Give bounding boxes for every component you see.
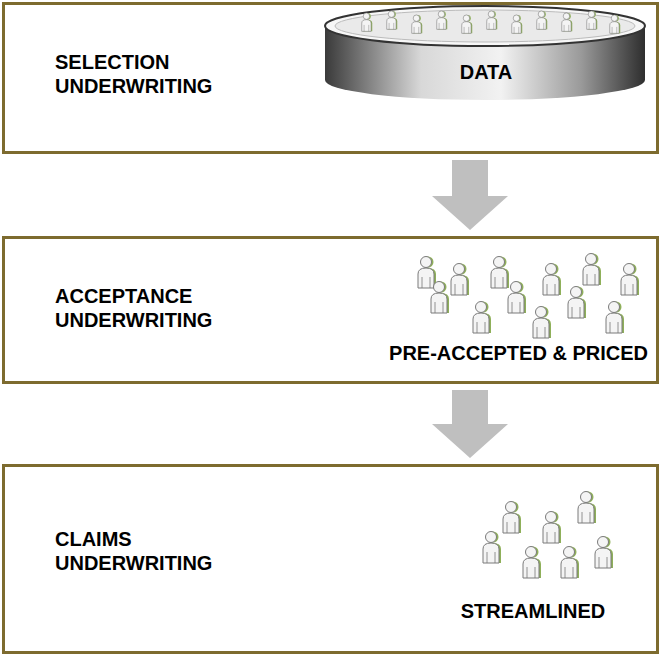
stage-caption: PRE-ACCEPTED & PRICED — [389, 341, 648, 365]
database-label: DATA — [460, 60, 513, 84]
database-cylinder — [325, 6, 645, 100]
stage-title: CLAIMS UNDERWRITING — [55, 527, 230, 575]
stage-title: SELECTION UNDERWRITING — [55, 50, 230, 98]
stage-box: CLAIMS UNDERWRITING STREAMLINED — [2, 464, 659, 654]
flow-arrow — [432, 390, 508, 458]
flow-arrow — [432, 160, 508, 230]
stage-title: ACCEPTANCE UNDERWRITING — [55, 284, 230, 332]
stage-box: SELECTION UNDERWRITING DATA — [2, 2, 659, 154]
stage-box: ACCEPTANCE UNDERWRITING PRE-ACCEPTED & PR… — [2, 236, 659, 384]
stage-caption: STREAMLINED — [461, 599, 605, 623]
people-icons — [362, 11, 639, 578]
